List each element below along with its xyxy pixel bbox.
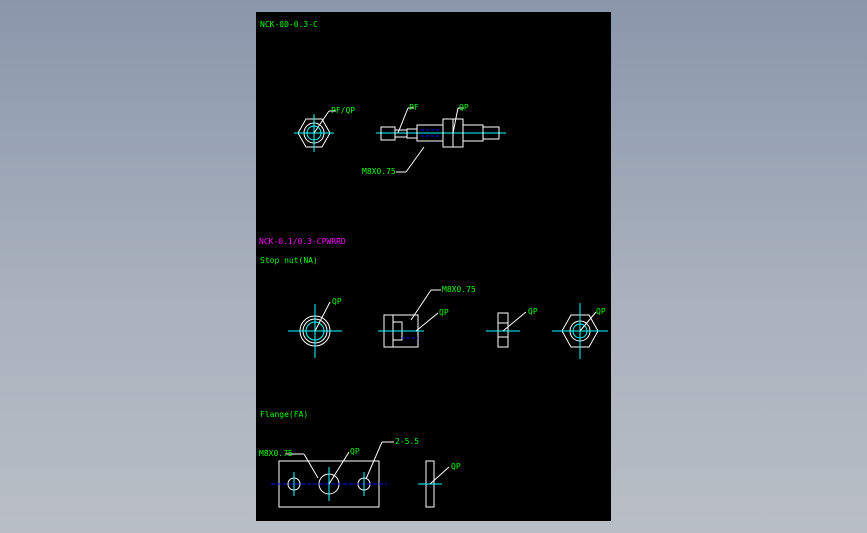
drawing-sheet: NCK-00-0.3-C NCK-0.1/0.3-CPWRRD Stop nut… <box>256 12 611 521</box>
stop-body-label: QP <box>439 308 449 317</box>
stop-hex-view: QP <box>552 303 608 359</box>
flange-label: Flange(FA) <box>260 410 308 419</box>
stop-hex-label: QP <box>596 307 606 316</box>
stop-circle-label: QP <box>332 297 342 306</box>
cad-canvas: NCK-00-0.3-C NCK-0.1/0.3-CPWRRD Stop nut… <box>259 20 608 508</box>
top-thread-label: M8X0.75 <box>362 167 396 176</box>
top-rod-view: PF QP M8X0.75 <box>362 103 506 176</box>
stop-thin-view: QP <box>486 307 538 348</box>
top-rod-left-label: PF <box>409 103 419 112</box>
flange-holes-label: 2-5.5 <box>395 437 419 446</box>
top-rod-right-label: QP <box>459 103 469 112</box>
flange-side-label: QP <box>451 462 461 471</box>
stop-circle-view: QP <box>288 297 342 358</box>
flange-center-label: QP <box>350 447 360 456</box>
stop-body-thread-label: M8X0.75 <box>442 285 476 294</box>
stop-body-view: M8X0.75 QP <box>378 285 476 348</box>
top-hex-label: PF/QP <box>331 106 355 115</box>
flange-side-view: QP <box>418 460 461 508</box>
section-label: NCK-0.1/0.3-CPWRRD <box>259 237 346 246</box>
flange-front-view: M8X0.75 QP 2-5.5 <box>259 437 419 508</box>
stop-thin-label: QP <box>528 307 538 316</box>
flange-left-label: M8X0.75 <box>259 449 293 458</box>
drawing-title: NCK-00-0.3-C <box>260 20 318 29</box>
stop-nut-label: Stop nut(NA) <box>260 256 318 265</box>
top-hex-view: PF/QP <box>294 106 355 152</box>
